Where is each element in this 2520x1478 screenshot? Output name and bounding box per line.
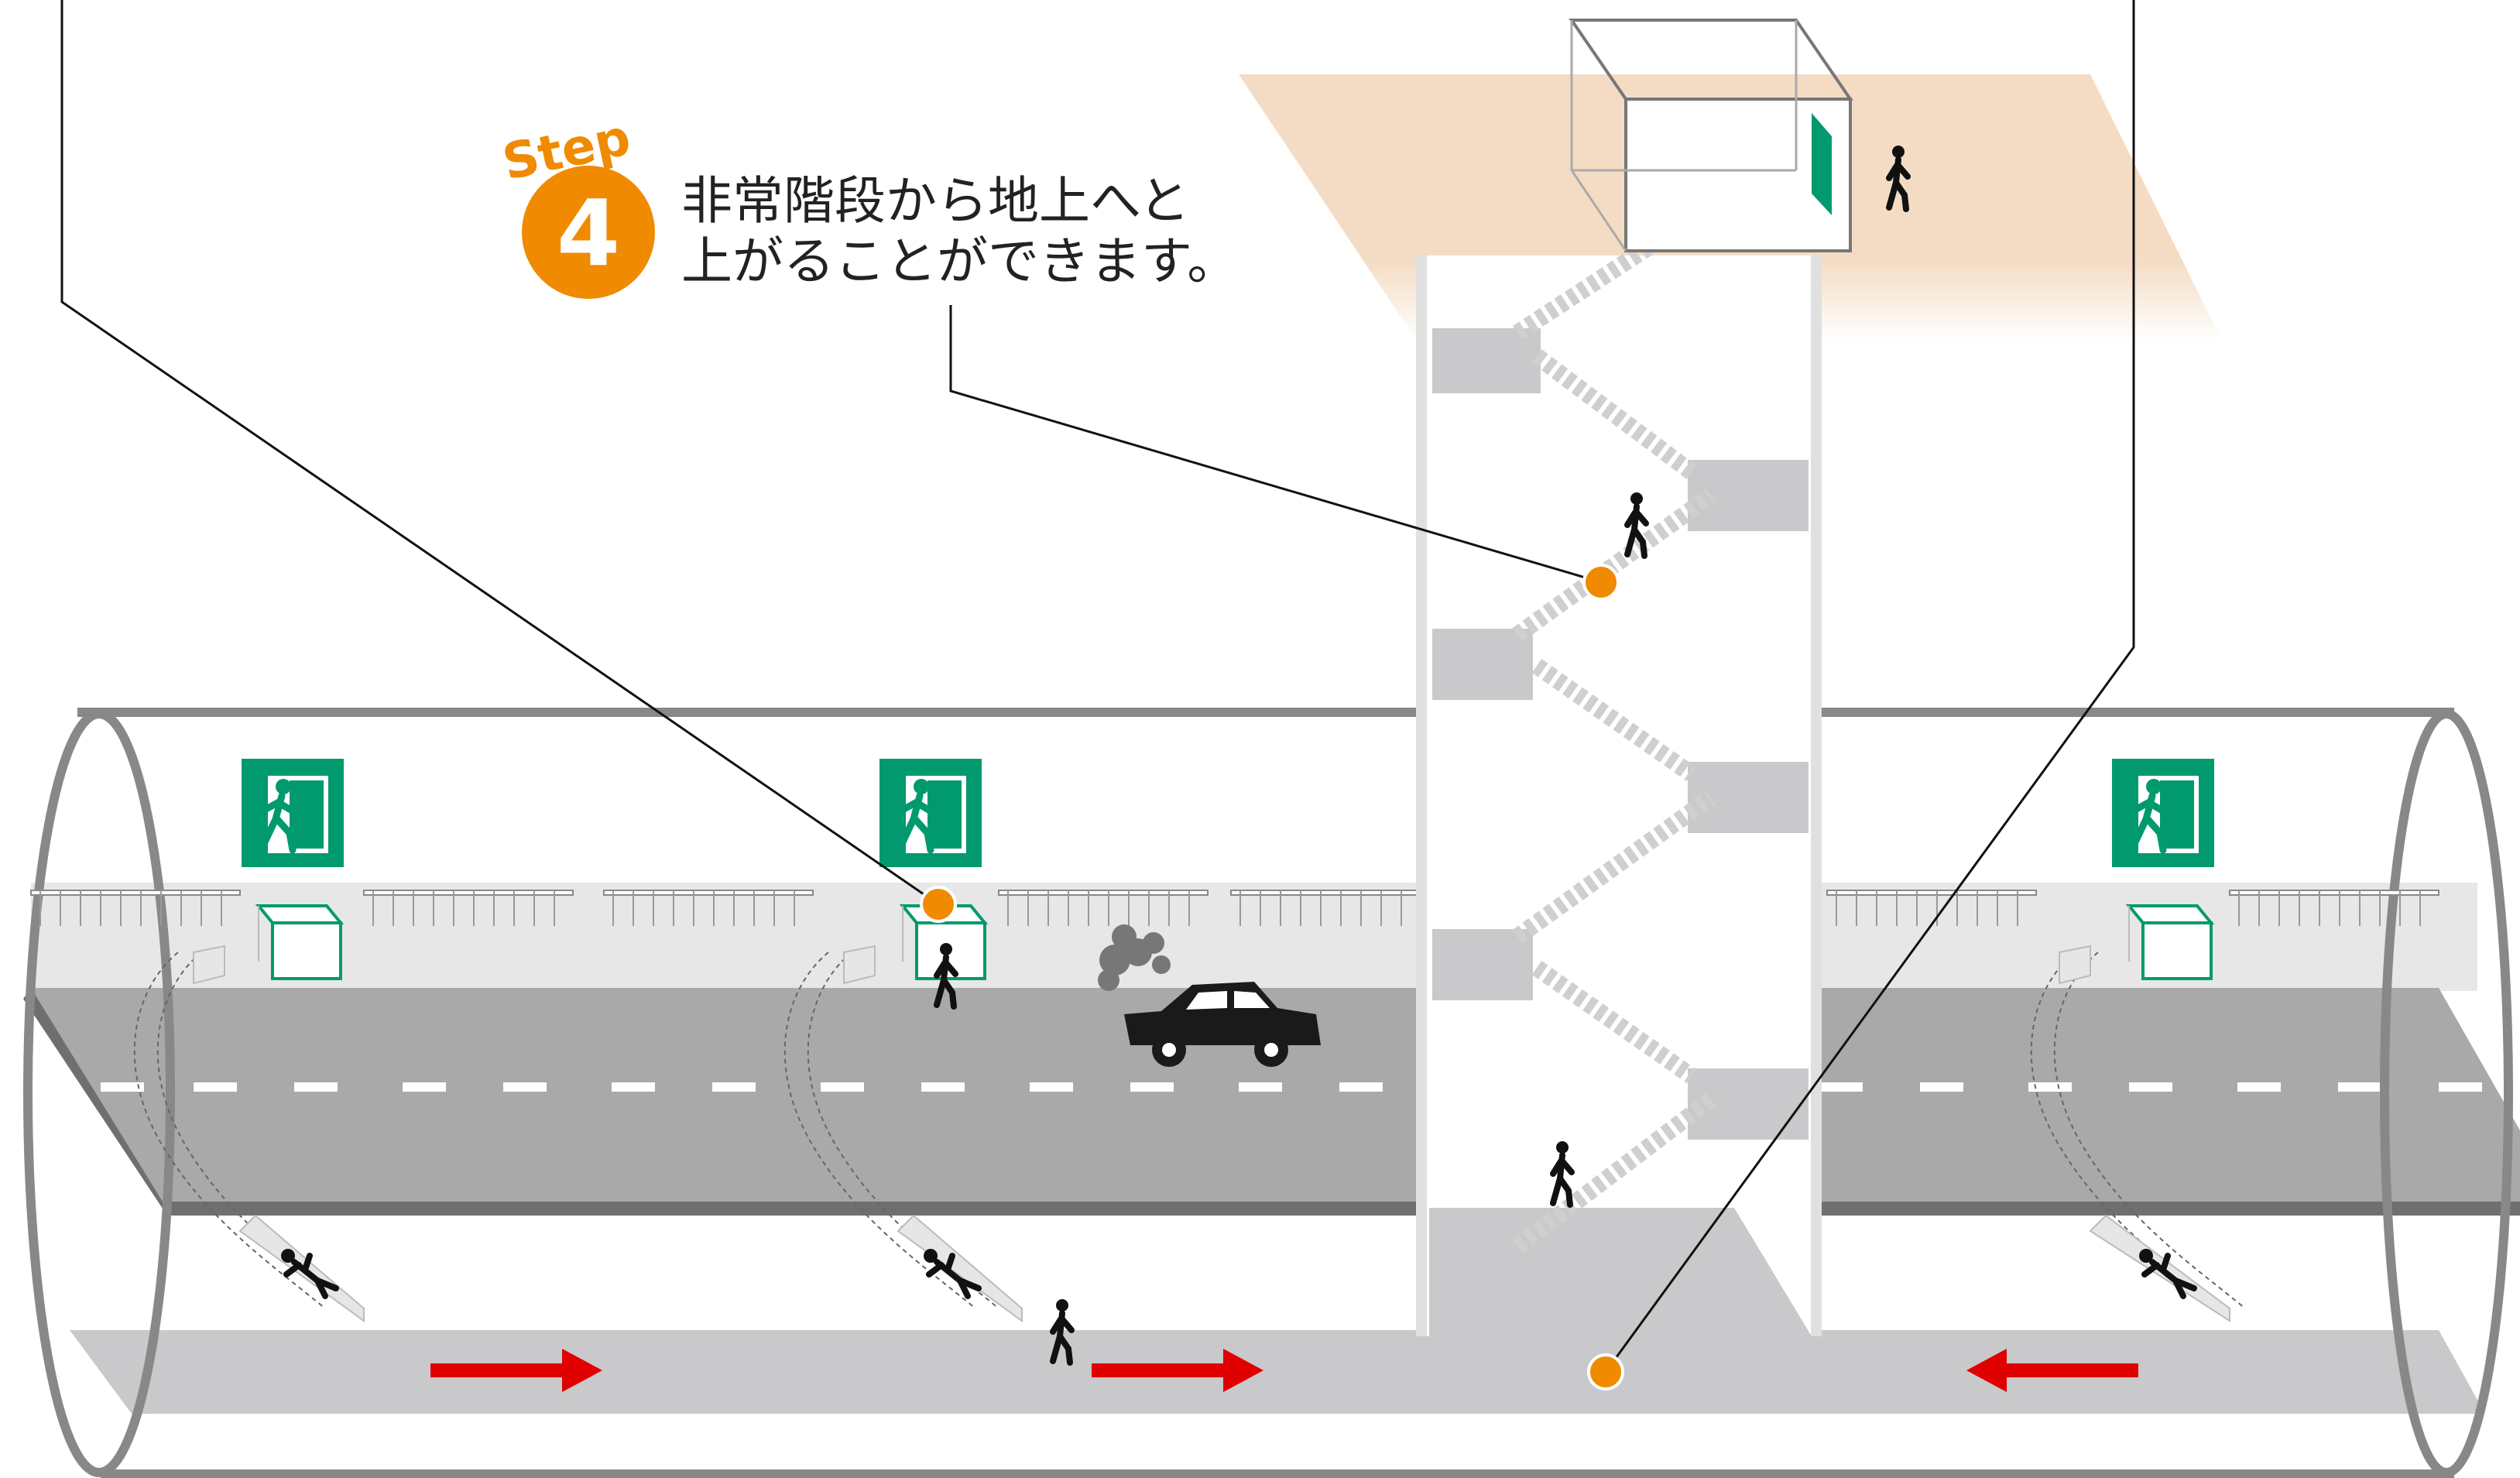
step-caption-line1: 非常階段から地上へと	[681, 171, 1190, 231]
car-smoking-icon	[1098, 924, 1321, 1067]
step-number: 4	[557, 180, 620, 286]
tunnel-right-portal	[2380, 709, 2513, 1477]
exit-door	[1812, 113, 1832, 215]
road-deck	[31, 988, 2520, 1214]
lane-markings	[101, 1082, 2482, 1092]
callout-lines	[60, 0, 2135, 1373]
evacuation-passage-floor	[70, 1330, 2485, 1414]
callout-dot-icon	[920, 564, 1624, 1391]
step-number-badge	[522, 166, 655, 299]
tunnel	[23, 708, 2520, 1478]
step-caption-line2: 上がることができます。	[681, 231, 1238, 291]
tunnel-left-portal	[23, 709, 175, 1477]
surface-exit-building	[1569, 19, 1853, 252]
step-badge: Step 4	[498, 109, 655, 299]
emergency-stair-shaft	[1416, 194, 1822, 1336]
